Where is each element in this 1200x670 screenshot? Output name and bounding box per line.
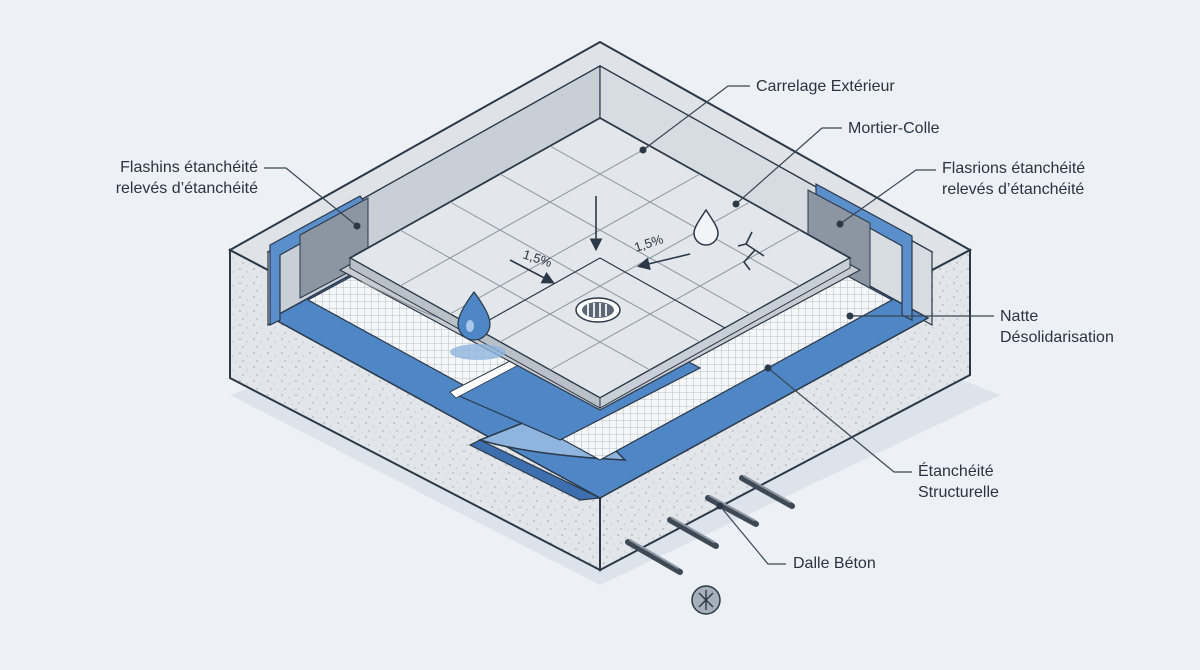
frost-icon — [691, 585, 721, 615]
tile-edge-right — [599, 257, 851, 409]
label-flashing-left-line2: relevés d’étanchéité — [115, 180, 258, 197]
arrow-slope-right — [636, 253, 691, 270]
leader-carrelage — [642, 85, 750, 151]
slope-valley-2 — [599, 257, 726, 329]
label-mortier: Mortier-Colle — [848, 118, 940, 139]
label-carrelage: Carrelage Extérieur — [756, 76, 895, 97]
leader-dalle — [719, 505, 786, 565]
rebar-icon — [625, 475, 795, 575]
leader-flash-right — [839, 169, 936, 225]
membrane-lifted-edge — [468, 439, 603, 501]
label-etancheite-line1: Étanchéité — [918, 463, 994, 480]
label-etancheite: Étanchéité Structurelle — [918, 461, 999, 503]
leader-flash-left — [264, 167, 358, 227]
leader-mortier — [735, 127, 842, 205]
label-flashing-right-line2: relevés d’étanchéité — [942, 181, 1085, 198]
arrow-slope-left — [509, 259, 555, 284]
leader-lines — [264, 85, 994, 565]
slope-valley — [474, 257, 601, 329]
label-carrelage-text: Carrelage Extérieur — [756, 78, 895, 95]
drain-icon — [575, 297, 621, 323]
leader-etanch — [767, 367, 912, 473]
label-dalle-text: Dalle Béton — [793, 555, 876, 572]
label-natte: Natte Désolidarisation — [1000, 306, 1114, 348]
label-flashing-right: Flasrions étanchéité relevés d’étanchéit… — [942, 158, 1085, 200]
label-natte-line1: Natte — [1000, 308, 1039, 325]
label-flashing-right-line1: Flasrions étanchéité — [942, 160, 1086, 177]
label-dalle: Dalle Béton — [793, 553, 876, 574]
crack-icon — [737, 231, 765, 271]
label-natte-line2: Désolidarisation — [1000, 329, 1114, 346]
label-mortier-text: Mortier-Colle — [848, 120, 940, 137]
label-flashing-left: Flashins étanchéité relevés d’étanchéité — [86, 157, 258, 199]
label-flashing-left-line1: Flashins étanchéité — [120, 159, 258, 176]
water-drop-icon-small — [693, 208, 719, 246]
leader-dots — [353, 146, 854, 510]
water-drop-icon — [450, 290, 506, 360]
label-etancheite-line2: Structurelle — [918, 484, 999, 501]
